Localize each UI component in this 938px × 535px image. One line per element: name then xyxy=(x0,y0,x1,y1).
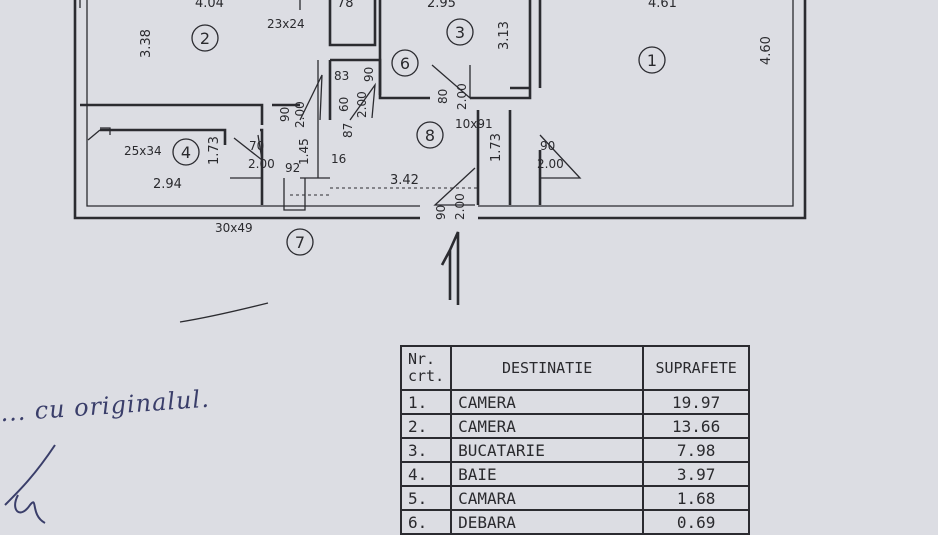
dim-room3-height: 3.13 xyxy=(497,21,512,50)
dim-room1-height: 4.60 xyxy=(759,36,774,65)
cell-nr: 4. xyxy=(399,461,453,487)
cell-destination: CAMARA xyxy=(450,485,645,511)
table-header-row: Nr. crt. DESTINATIE SUPRAFETE xyxy=(399,345,751,391)
dim-173-a: 1.73 xyxy=(207,136,222,165)
dim-83: 83 xyxy=(334,69,349,83)
room-4-marker: 4 xyxy=(172,138,200,166)
dim-173-b: 1.73 xyxy=(489,133,504,162)
dim-room4-width: 2.94 xyxy=(153,177,182,192)
dim-window-10x91: 10x91 xyxy=(455,117,493,131)
room-8-marker: 8 xyxy=(416,121,444,149)
dim-top-mid: 2.95 xyxy=(427,0,456,11)
cell-nr: 3. xyxy=(399,437,453,463)
cell-area: 1.68 xyxy=(642,485,751,511)
dim-window-23x24: 23x24 xyxy=(267,17,305,31)
handwritten-note: ... cu originalul. xyxy=(0,384,211,428)
svg-text:7: 7 xyxy=(295,233,305,252)
dim-window-25x34: 25x34 xyxy=(124,144,162,158)
svg-text:3: 3 xyxy=(455,23,465,42)
room-3-marker: 3 xyxy=(446,18,474,46)
dim-window-30x49: 30x49 xyxy=(215,221,253,235)
dim-60: 60 xyxy=(337,97,351,112)
dim-200-b: 2.00 xyxy=(355,91,369,118)
cell-destination: BUCATARIE xyxy=(450,437,645,463)
dim-90-door-a: 90 xyxy=(278,107,292,122)
door-swing xyxy=(233,134,263,162)
dim-90-a: 90 xyxy=(362,67,376,82)
dim-hall-width: 3.42 xyxy=(390,173,419,188)
outer-wall xyxy=(73,0,807,220)
table-row: 4. BAIE 3.97 xyxy=(399,461,751,487)
header-area: SUPRAFETE xyxy=(642,345,751,391)
room-7-marker: 7 xyxy=(286,228,314,256)
room2-wall xyxy=(80,103,300,125)
cell-nr: 6. xyxy=(399,509,453,535)
dim-top-left: 4.04 xyxy=(195,0,224,11)
svg-text:1: 1 xyxy=(647,51,657,70)
dim-200-c: 2.00 xyxy=(455,83,469,110)
svg-text:4: 4 xyxy=(181,143,191,162)
room-6-marker: 6 xyxy=(391,49,419,77)
cell-nr: 1. xyxy=(399,389,453,415)
dim-200-d: 2.00 xyxy=(248,157,275,171)
entrance-arrow xyxy=(440,231,460,305)
cell-area: 19.97 xyxy=(642,389,751,415)
dim-90-c: 90 xyxy=(434,205,448,220)
dim-70: 70 xyxy=(249,139,264,153)
dim-145: 1.45 xyxy=(297,138,311,165)
svg-text:8: 8 xyxy=(425,126,435,145)
cell-destination: CAMERA xyxy=(450,413,645,439)
cell-nr: 5. xyxy=(399,485,453,511)
cell-destination: CAMERA xyxy=(450,389,645,415)
table-row: 2. CAMERA 13.66 xyxy=(399,413,751,439)
header-destination: DESTINATIE xyxy=(450,345,645,391)
dim-200-e: 2.00 xyxy=(537,157,564,171)
floor-plan: 1 2 3 4 6 7 8 4.04 78 2.95 4.61 3.38 3.1… xyxy=(73,0,807,323)
svg-text:6: 6 xyxy=(400,54,410,73)
dim-16: 16 xyxy=(331,152,346,166)
table-row: 1. CAMERA 19.97 xyxy=(399,389,751,415)
room-2-marker: 2 xyxy=(191,24,219,52)
cell-destination: BAIE xyxy=(450,461,645,487)
cell-area: 7.98 xyxy=(642,437,751,463)
signature xyxy=(4,444,56,524)
room4-wall xyxy=(100,128,264,205)
dim-200-a: 2.00 xyxy=(293,101,307,128)
cell-area: 13.66 xyxy=(642,413,751,439)
cell-area: 3.97 xyxy=(642,461,751,487)
dim-90-b: 90 xyxy=(540,139,555,153)
table-row: 6. DEBARA 0.69 xyxy=(399,509,751,535)
area-table: Nr. crt. DESTINATIE SUPRAFETE 1. CAMERA … xyxy=(399,345,751,535)
table-row: 5. CAMARA 1.68 xyxy=(399,485,751,511)
table-row: 3. BUCATARIE 7.98 xyxy=(399,437,751,463)
cell-destination: DEBARA xyxy=(450,509,645,535)
dim-80: 80 xyxy=(436,89,450,104)
dim-room2-height: 3.38 xyxy=(139,29,154,58)
cell-nr: 2. xyxy=(399,413,453,439)
svg-text:2: 2 xyxy=(200,29,210,48)
dim-200-f: 2.00 xyxy=(453,193,467,220)
dim-top-small: 78 xyxy=(337,0,354,11)
kitchen-wall xyxy=(378,0,542,100)
dim-87: 87 xyxy=(341,123,355,138)
room-1-marker: 1 xyxy=(638,46,666,74)
header-nr: Nr. crt. xyxy=(399,345,453,391)
cell-area: 0.69 xyxy=(642,509,751,535)
dim-92: 92 xyxy=(285,161,300,175)
dim-top-right: 4.61 xyxy=(648,0,677,11)
